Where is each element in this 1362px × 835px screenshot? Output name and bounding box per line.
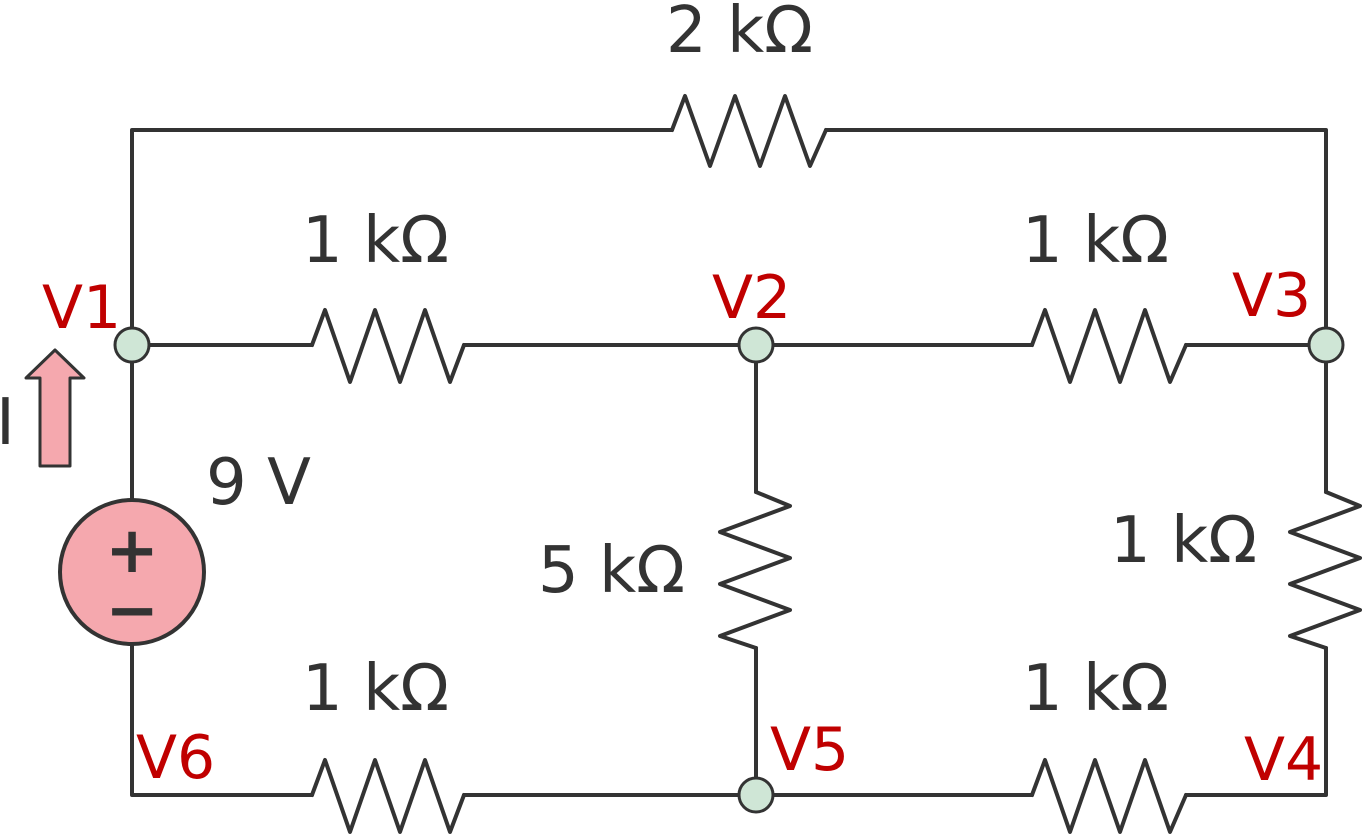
- wire-r34-v4: [1184, 646, 1328, 797]
- node-label-v2: V2: [712, 263, 791, 333]
- node-label-v3: V3: [1232, 261, 1311, 331]
- node-v5: [737, 776, 775, 814]
- plus-symbol: +: [105, 514, 159, 588]
- node-labels: V1 V2 V3 V4 V5 V6: [42, 261, 1323, 795]
- resistor-v2-v3: [1030, 308, 1188, 384]
- resistors: [310, 94, 1362, 834]
- node-v3: [1307, 326, 1345, 364]
- node-v1: [113, 326, 151, 364]
- label-resistor-v1-v2: 1 kΩ: [302, 204, 449, 278]
- value-labels: 2 kΩ 1 kΩ 1 kΩ 5 kΩ 1 kΩ 1 kΩ 1 kΩ 9 V: [206, 0, 1257, 726]
- wire-source-v6: [130, 643, 314, 797]
- nodes: [113, 326, 1345, 814]
- minus-symbol: −: [105, 574, 159, 648]
- resistor-v6-v5: [310, 758, 466, 834]
- resistor-top-v1-v3: [670, 94, 828, 168]
- label-resistor-v5-v4: 1 kΩ: [1022, 652, 1169, 726]
- current-indicator: I: [0, 348, 86, 468]
- label-resistor-v6-v5: 1 kΩ: [302, 652, 449, 726]
- node-label-v5: V5: [770, 715, 849, 785]
- label-resistor-top: 2 kΩ: [666, 0, 813, 68]
- label-resistor-v3-v4: 1 kΩ: [1110, 504, 1257, 578]
- voltage-source: + −: [58, 498, 206, 648]
- label-resistor-v2-v3: 1 kΩ: [1022, 204, 1169, 278]
- node-label-v1: V1: [42, 273, 121, 343]
- node-label-v6: V6: [136, 723, 215, 793]
- wires: [130, 128, 1328, 797]
- resistor-v1-v2: [310, 308, 466, 384]
- node-v2: [737, 326, 775, 364]
- wire-top-left: [130, 128, 674, 347]
- resistor-v2-v5: [718, 490, 792, 650]
- up-arrow-icon: [24, 348, 86, 468]
- wire-top-right: [824, 128, 1328, 347]
- label-source-voltage: 9 V: [206, 446, 311, 520]
- voltage-source-body: [58, 498, 206, 646]
- node-label-v4: V4: [1244, 725, 1323, 795]
- resistor-v5-v4: [1030, 758, 1188, 834]
- label-resistor-v2-v5: 5 kΩ: [538, 534, 685, 608]
- resistor-v3-v4: [1288, 490, 1362, 650]
- current-label: I: [0, 386, 15, 460]
